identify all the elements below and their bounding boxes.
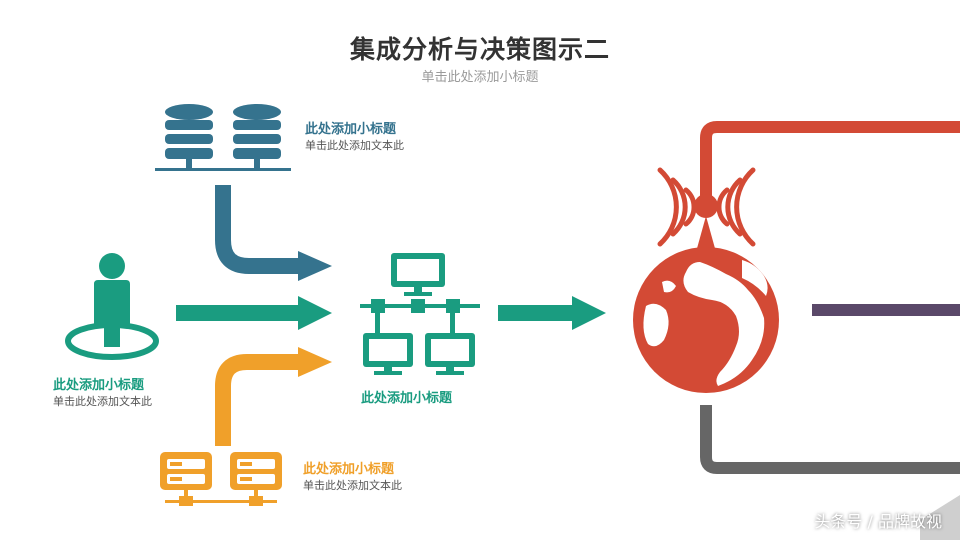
blue-arrow	[215, 185, 332, 281]
database-heading: 此处添加小标题	[305, 122, 397, 137]
page-title: 集成分析与决策图示二	[349, 35, 610, 64]
orange-arrow	[215, 347, 332, 446]
person-text: 单击此处添加文本此	[53, 395, 152, 408]
server-heading: 此处添加小标题	[303, 462, 395, 477]
person-heading: 此处添加小标题	[53, 378, 145, 393]
server-icon	[160, 452, 282, 506]
page-subtitle: 单击此处添加小标题	[421, 70, 539, 85]
network-label: 此处添加小标题	[361, 387, 452, 406]
globe-antenna-icon	[633, 167, 779, 393]
database-label: 此处添加小标题 单击此处添加文本此	[305, 118, 404, 153]
watermark: 头条号 / 品牌故视	[814, 512, 942, 531]
page-corner	[920, 495, 960, 540]
database-text: 单击此处添加文本此	[305, 139, 404, 152]
server-label: 此处添加小标题 单击此处添加文本此	[303, 458, 402, 493]
server-text: 单击此处添加文本此	[303, 479, 402, 492]
teal-arrow-to-globe	[498, 296, 606, 330]
network-heading: 此处添加小标题	[361, 391, 453, 406]
person-icon	[65, 253, 159, 360]
right-bracket-lines	[700, 121, 960, 474]
person-label: 此处添加小标题 单击此处添加文本此	[53, 374, 152, 409]
teal-arrow	[176, 296, 332, 330]
database-icon	[155, 104, 291, 171]
network-computers-icon	[360, 253, 480, 375]
